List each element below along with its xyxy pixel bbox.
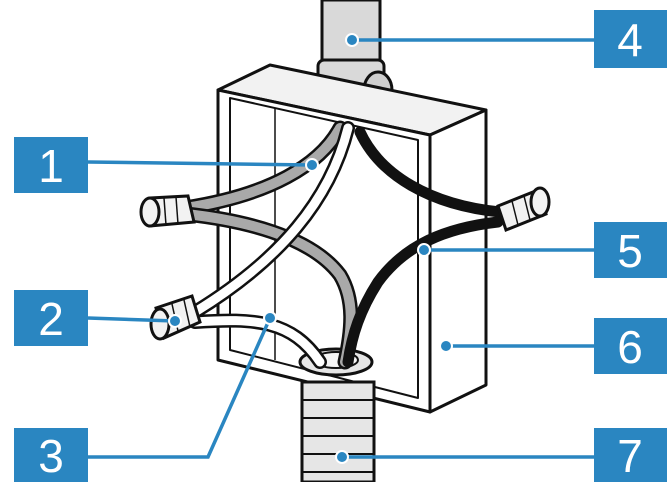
svg-text:7: 7 bbox=[617, 430, 643, 482]
flex-conduit-bottom bbox=[298, 347, 376, 482]
wire-nut-left-upper bbox=[139, 194, 196, 228]
svg-text:2: 2 bbox=[38, 293, 64, 345]
callout-2: 2 bbox=[14, 290, 88, 346]
callout-3: 3 bbox=[14, 428, 88, 482]
callout-4: 4 bbox=[594, 10, 667, 68]
callout-line-2 bbox=[87, 316, 176, 323]
svg-text:1: 1 bbox=[38, 140, 64, 192]
callout-1: 1 bbox=[14, 137, 88, 193]
callout-line-3 bbox=[88, 317, 272, 459]
callout-6: 6 bbox=[594, 318, 667, 374]
svg-text:4: 4 bbox=[617, 14, 643, 66]
callout-line-1 bbox=[87, 160, 313, 167]
svg-text:6: 6 bbox=[617, 321, 643, 373]
callout-dots bbox=[168, 33, 453, 464]
svg-text:5: 5 bbox=[617, 225, 643, 277]
callout-7: 7 bbox=[594, 428, 667, 482]
svg-text:3: 3 bbox=[38, 430, 64, 482]
wire-black bbox=[342, 126, 506, 368]
callout-5: 5 bbox=[594, 222, 667, 278]
callout-lines bbox=[87, 38, 594, 459]
wire-nut-right bbox=[496, 186, 551, 232]
